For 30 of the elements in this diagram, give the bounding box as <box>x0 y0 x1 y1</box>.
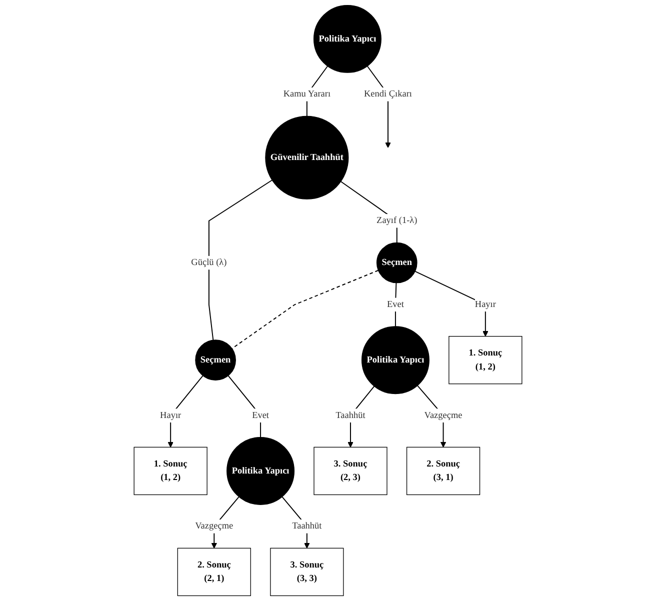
edge-label: Taahhüt <box>336 410 366 420</box>
node-circle: Politika Yapıcı <box>226 436 295 505</box>
node-box: 1. Sonuç (1, 2) <box>448 336 522 384</box>
node-box: 3. Sonuç (2, 3) <box>314 446 388 496</box>
edge-label: Kendi Çıkarı <box>364 89 412 100</box>
edge-label: Taahhüt <box>292 521 322 532</box>
connector <box>208 180 273 341</box>
node-box: 1. Sonuç (1, 2) <box>134 446 208 496</box>
node-circle: Güvenilir Taahhüt <box>265 116 349 200</box>
node-box: 2. Sonuç (2, 1) <box>177 548 251 596</box>
node-box: 3. Sonuç (3, 3) <box>270 548 344 596</box>
edge-label: Vazgeçme <box>195 521 234 532</box>
edge-label: Zayıf (1-λ) <box>376 216 418 226</box>
edge-label: Evet <box>387 300 404 310</box>
edge-label: Evet <box>252 410 269 420</box>
node-circle: Politika Yapıcı <box>361 326 430 394</box>
connector <box>394 282 397 327</box>
node-circle: Seçmen <box>376 242 418 284</box>
node-circle: Seçmen <box>195 340 236 380</box>
edge-label: Hayır <box>160 410 182 420</box>
node-circle: Politika Yapıcı <box>313 4 382 73</box>
edge-label: Güçlü (λ) <box>191 258 227 268</box>
arrow <box>168 375 204 448</box>
edge-label: Vazgeçme <box>424 410 462 420</box>
edge-label: Hayır <box>474 300 496 310</box>
connector <box>228 375 262 438</box>
connector <box>232 270 379 350</box>
node-box: 2. Sonuç (3, 1) <box>406 446 480 496</box>
arrow <box>414 270 488 337</box>
edge-label: Kamu Yararı <box>283 89 331 100</box>
